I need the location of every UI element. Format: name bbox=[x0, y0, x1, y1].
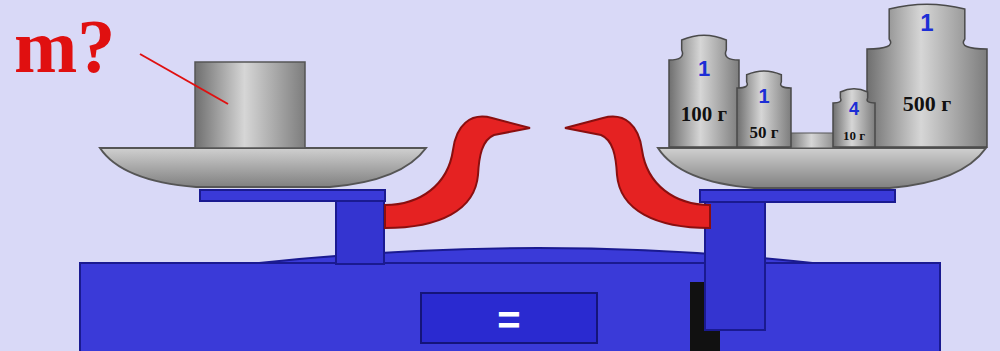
weight-10: 4 10 г bbox=[832, 88, 876, 148]
weight-500: 1 500 г bbox=[866, 3, 988, 148]
left-pointer bbox=[385, 117, 530, 228]
left-pan bbox=[100, 148, 426, 187]
display-sign: = bbox=[422, 300, 596, 340]
weight-count: 1 bbox=[736, 86, 792, 106]
weight-outline bbox=[669, 35, 739, 147]
unknown-mass bbox=[195, 62, 305, 148]
weight-count: 1 bbox=[866, 11, 988, 35]
weight-plate bbox=[788, 133, 840, 148]
weight-mass: 50 г bbox=[736, 124, 792, 141]
right-plate bbox=[700, 190, 895, 202]
weight-count: 1 bbox=[668, 58, 740, 80]
unknown-mass-label: m? bbox=[14, 8, 115, 84]
weight-mass: 10 г bbox=[832, 129, 876, 142]
weight-shape bbox=[668, 34, 740, 148]
weight-count: 4 bbox=[832, 100, 876, 118]
left-plate bbox=[200, 190, 385, 201]
leader-line bbox=[140, 54, 228, 104]
right-column bbox=[705, 192, 765, 330]
weight-mass: 500 г bbox=[866, 93, 988, 115]
right-pan bbox=[658, 148, 986, 188]
scale-base bbox=[80, 263, 940, 351]
weight-outline bbox=[737, 71, 791, 147]
display-panel: = bbox=[420, 292, 598, 344]
weight-100: 1 100 г bbox=[668, 34, 740, 148]
weight-outline bbox=[867, 4, 987, 147]
left-column bbox=[336, 198, 384, 264]
weight-50: 1 50 г bbox=[736, 70, 792, 148]
weight-mass: 100 г bbox=[668, 104, 740, 125]
